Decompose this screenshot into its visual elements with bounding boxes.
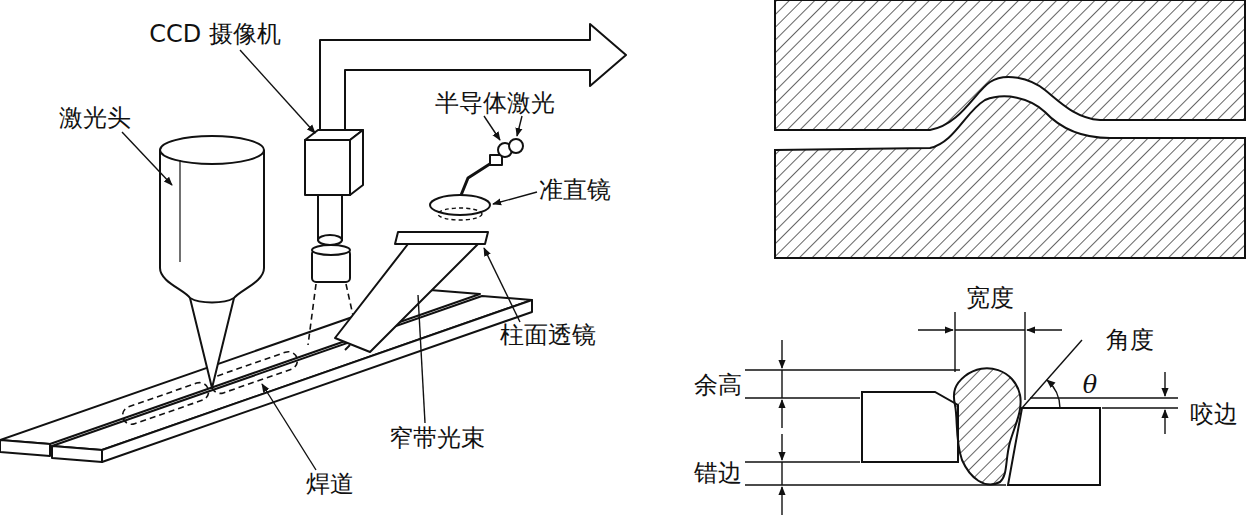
left-illustration — [0, 24, 626, 470]
reinforcement-line — [781, 370, 782, 398]
part-label: 柱面透镜 — [500, 322, 596, 348]
laser-diode — [509, 139, 523, 153]
laser-diode-mount — [490, 155, 502, 165]
narrow-beam — [335, 244, 478, 352]
back-plate-end — [0, 440, 50, 456]
dimension-label: 角度 — [1106, 327, 1154, 353]
dimension-label: 错边 — [694, 460, 742, 486]
weld-bead-part — [209, 349, 300, 396]
part-label: 激光头 — [59, 105, 131, 131]
dimension-label: 宽度 — [966, 285, 1014, 311]
camera-lens-top — [312, 245, 350, 255]
weld-bead-part — [120, 380, 211, 427]
collimator-inner — [438, 208, 482, 220]
leader-line — [122, 132, 172, 185]
laser-head-top — [160, 136, 264, 164]
camera-tube — [318, 195, 342, 240]
leader-line — [262, 384, 316, 470]
lower-block — [775, 96, 1245, 258]
beam-stripe — [345, 345, 350, 350]
weld-profile — [745, 312, 1178, 515]
part-label: 窄带光束 — [389, 425, 485, 451]
undercut-extension — [1030, 398, 1178, 408]
angle-arc — [1047, 380, 1060, 408]
width-line — [955, 329, 1025, 330]
part-label: 准直镜 — [539, 177, 611, 203]
leader-line — [240, 50, 315, 133]
misalignment-extension — [745, 462, 1006, 485]
dimension-label: 咬边 — [1190, 401, 1238, 427]
camera-tube-end — [318, 235, 342, 245]
device-label: CCD 摄像机 — [149, 21, 281, 47]
reinforcement-arrow — [781, 400, 782, 428]
cross-section — [775, 0, 1245, 258]
signal-arrow — [320, 24, 626, 132]
front-plate-side — [102, 300, 532, 462]
width-arrow — [1027, 329, 1062, 330]
camera-side — [350, 130, 363, 195]
laser-head-nozzle-ring — [190, 298, 234, 303]
reinforcement-arrow — [781, 340, 782, 368]
angle-symbol: θ — [1083, 372, 1097, 398]
leader-line — [418, 295, 425, 423]
front-plate-end — [52, 446, 102, 462]
misalignment-line — [781, 462, 782, 485]
dimension-label: 余高 — [694, 372, 742, 398]
part-label: 半导体激光 — [435, 90, 555, 116]
right-plate — [1008, 408, 1100, 485]
reinforcement-extension — [745, 370, 960, 398]
dimension-lines — [745, 312, 1178, 515]
weld-bead-section — [954, 368, 1021, 484]
undercut-arrow — [1164, 410, 1165, 434]
part-label: 焊道 — [306, 471, 354, 497]
laser-head-body — [160, 150, 264, 388]
leader-line — [484, 116, 500, 140]
misalignment-arrow — [781, 434, 782, 460]
leader-line — [493, 192, 537, 204]
undercut-arrow — [1164, 372, 1165, 396]
width-extension — [955, 312, 1025, 400]
cylinder-lens — [395, 232, 488, 244]
left-plate — [862, 392, 958, 462]
leader-line — [517, 116, 522, 136]
misalignment-arrow — [781, 487, 782, 515]
width-arrow — [918, 329, 953, 330]
laser-head-shade — [179, 160, 180, 262]
leader-line — [484, 248, 520, 322]
camera-front — [305, 140, 350, 195]
